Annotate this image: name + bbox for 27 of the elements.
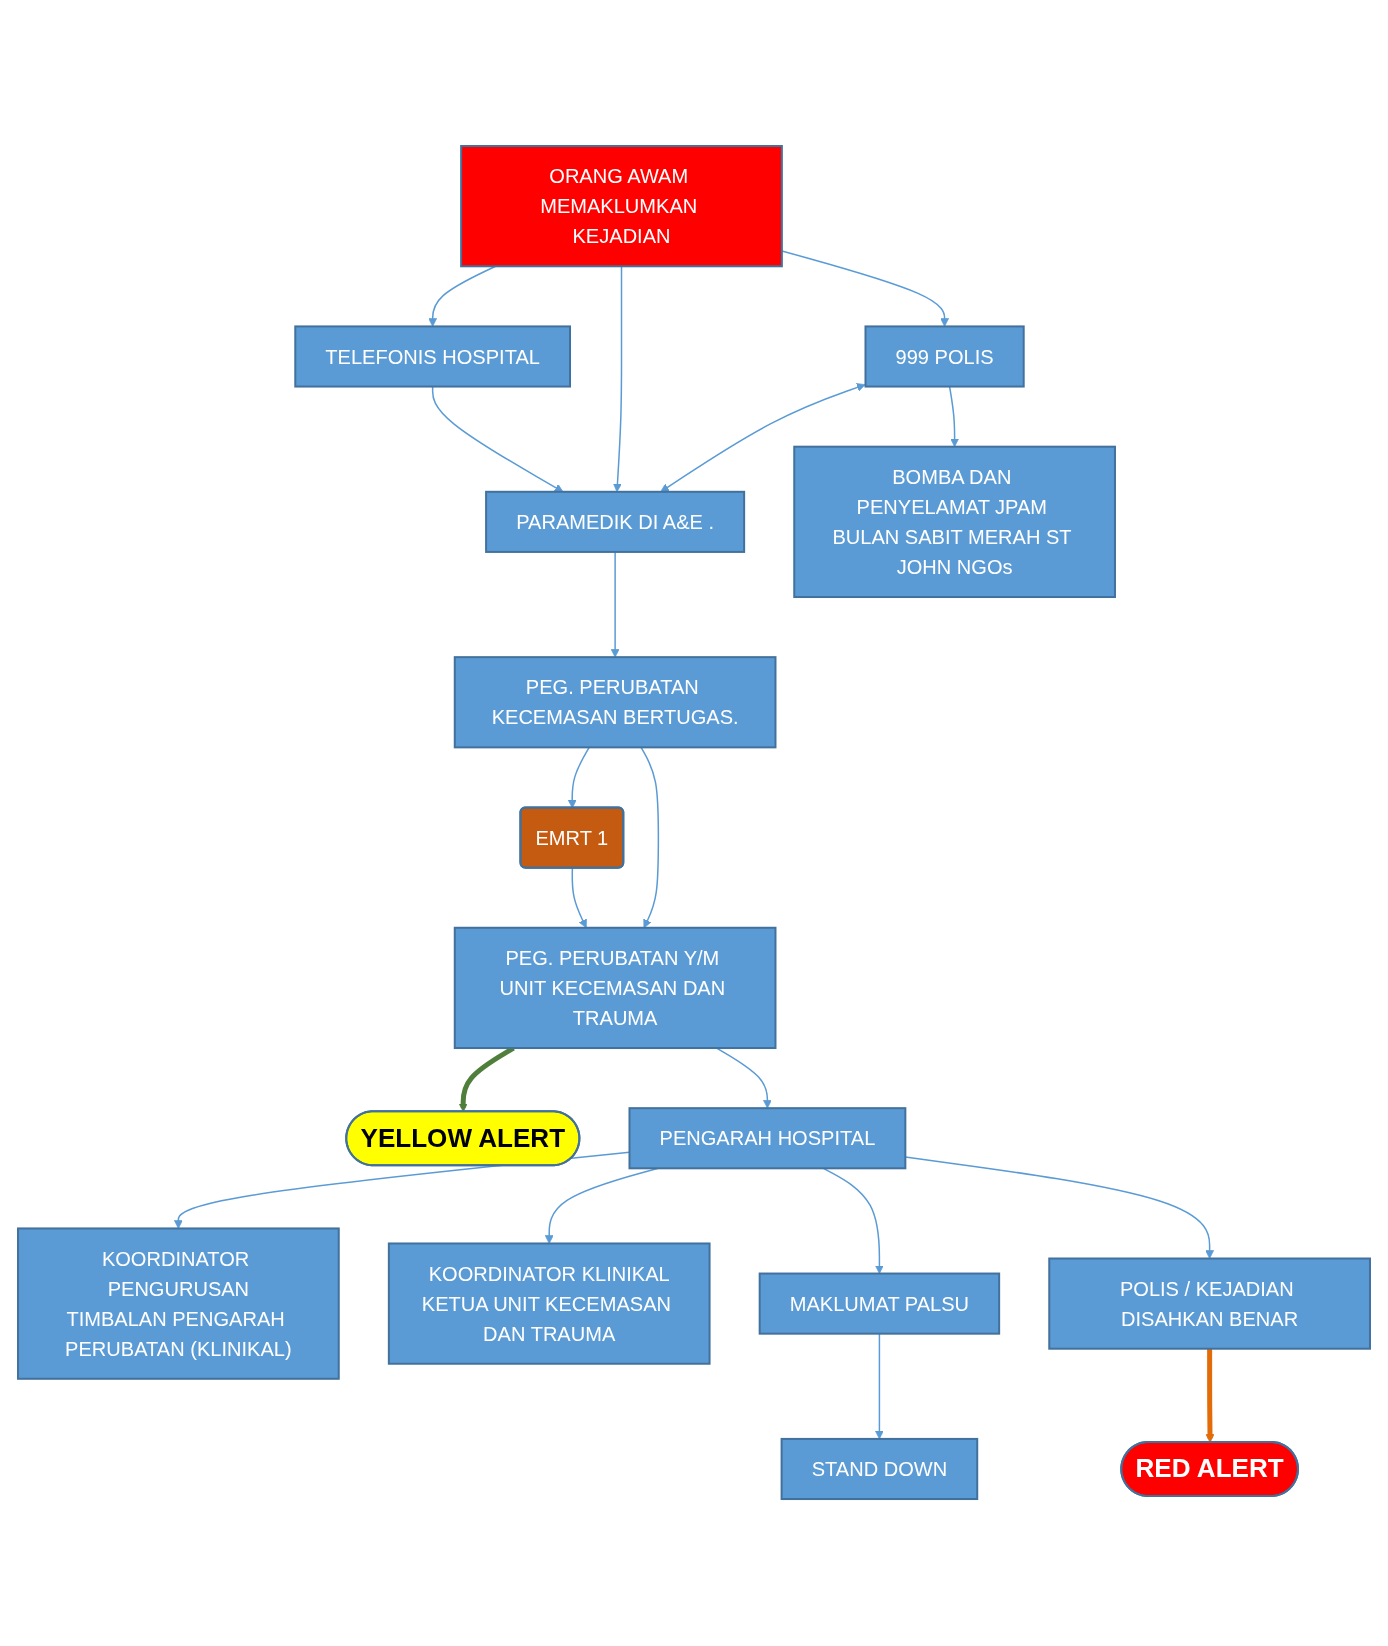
node-box: STAND DOWN xyxy=(780,1438,979,1501)
arrow xyxy=(781,250,949,328)
arrow xyxy=(610,551,620,659)
node-box: PARAMEDIK DI A&E . xyxy=(485,491,746,554)
arrow xyxy=(660,383,866,493)
arrow xyxy=(640,747,660,929)
arrow xyxy=(822,1168,884,1275)
node-box: MAKLUMAT PALSU xyxy=(758,1273,1001,1336)
arrow xyxy=(715,1047,772,1110)
node-box: PEG. PERUBATAN Y/M UNIT KECEMASAN DAN TRAUMA xyxy=(453,927,777,1050)
node-box: ORANG AWAM MEMAKLUMKAN KEJADIAN xyxy=(460,145,783,268)
arrow xyxy=(948,386,959,448)
arrow xyxy=(1205,1349,1215,1444)
node-box: 999 POLIS xyxy=(864,325,1025,388)
node-box: PEG. PERUBATAN KECEMASAN BERTUGAS. xyxy=(453,656,777,749)
arrow xyxy=(428,266,497,328)
node-box: POLIS / KEJADIAN DISAHKAN BENAR xyxy=(1048,1258,1371,1351)
node-box: KOORDINATOR KLINIKAL KETUA UNIT KECEMASAN DAN TRAUMA xyxy=(387,1242,711,1366)
arrow xyxy=(571,867,587,929)
arrow xyxy=(567,747,590,809)
arrow xyxy=(613,266,623,493)
node-box: TELEFONIS HOSPITAL xyxy=(294,325,571,388)
node-box: BOMBA DAN PENYELAMAT JPAM BULAN SABIT MERAH ST JOHN NGOs xyxy=(793,446,1116,599)
node-box: PENGARAH HOSPITAL xyxy=(628,1107,907,1170)
arrow xyxy=(431,386,564,493)
arrow xyxy=(875,1333,884,1440)
node-box: KOORDINATOR PENGURUSAN TIMBALAN PENGARAH PERUBATAN (KLINIKAL) xyxy=(17,1227,340,1381)
